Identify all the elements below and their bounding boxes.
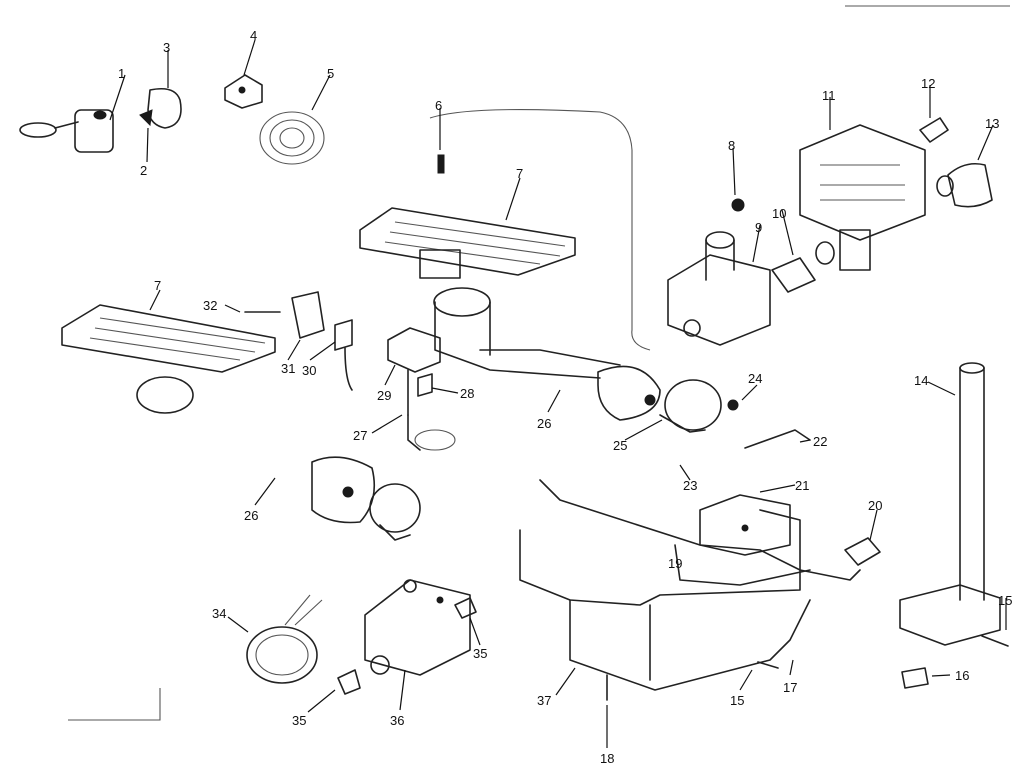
label-part-36: 36 [390,713,404,728]
label-part-19: 19 [668,556,682,571]
corner-mark [68,688,161,721]
label-part-32: 32 [203,298,217,313]
label-part-24: 24 [748,371,762,386]
part-16-fitting [901,667,929,689]
label-part-28: 28 [460,386,474,401]
part-22-strap [744,429,811,449]
label-part-7-lower: 7 [154,278,161,293]
label-part-31: 31 [281,361,295,376]
part-21-bracket [699,494,791,556]
label-part-25: 25 [613,438,627,453]
label-part-7-upper: 7 [516,166,523,181]
label-part-10: 10 [772,206,786,221]
label-part-20: 20 [868,498,882,513]
part-20-fitting [844,537,881,566]
label-part-29: 29 [377,388,391,403]
label-part-6: 6 [435,98,442,113]
part-3-knob [139,87,182,129]
part-28-fitting [417,373,433,397]
part-1-valve-key [19,109,114,153]
label-part-21: 21 [795,478,809,493]
part-8-regulator [667,198,771,346]
label-part-8: 8 [728,138,735,153]
part-15-bolt-lower [757,661,779,669]
part-6-screw [437,154,445,174]
label-part-5: 5 [327,66,334,81]
label-part-30: 30 [302,363,316,378]
part-4-fitting [224,74,263,109]
part-7-burner-grate-lower [61,304,276,414]
part-24-nut [727,399,739,411]
part-14-support-post [899,362,1001,646]
burner-tube [433,287,621,379]
main-chassis-outline [429,109,861,691]
label-part-34: 34 [212,606,226,621]
part-36-valve-manifold [364,579,471,676]
label-part-1: 1 [118,66,125,81]
leader-lines [109,39,1007,748]
part-labels: 1 2 3 4 5 6 7 7 8 9 10 11 12 13 14 15 15… [118,28,1012,766]
label-part-13: 13 [985,116,999,131]
label-part-4: 4 [250,28,257,43]
part-11-valve-block [799,124,926,271]
part-7-burner-grate-upper [359,207,576,279]
part-30-igniter [334,319,353,391]
label-part-37: 37 [537,693,551,708]
part-27-thermocouple [407,369,456,451]
label-part-3: 3 [163,40,170,55]
label-part-12: 12 [921,76,935,91]
part-26-burner-shell-right [597,365,661,421]
label-part-22: 22 [813,434,827,449]
label-part-14: 14 [914,373,928,388]
label-part-15-lower: 15 [730,693,744,708]
label-part-26-right: 26 [537,416,551,431]
part-5-coil [259,111,325,165]
part-10-coupling [771,241,835,293]
part-31-bracket [291,291,325,339]
label-part-17: 17 [783,680,797,695]
label-part-35-right: 35 [473,646,487,661]
part-34-cord-coil [246,594,323,684]
part-29-pilot-bracket [387,327,441,373]
part-25-burner-cap [659,379,722,433]
label-part-18: 18 [600,751,614,766]
part-15-bolt-right [981,635,1009,647]
label-part-26-left: 26 [244,508,258,523]
label-part-9: 9 [755,220,762,235]
label-part-16: 16 [955,668,969,683]
part-35-knob-a [454,597,477,619]
label-part-2: 2 [140,163,147,178]
label-part-27: 27 [353,428,367,443]
part-12-fitting [919,117,949,143]
part-26-burner-shell-left [311,456,421,541]
label-part-15-right: 15 [998,593,1012,608]
part-35-knob-b [337,669,361,695]
label-part-11: 11 [822,88,836,103]
label-part-35-lower: 35 [292,713,306,728]
part-13-elbow [936,162,993,208]
label-part-23: 23 [683,478,697,493]
